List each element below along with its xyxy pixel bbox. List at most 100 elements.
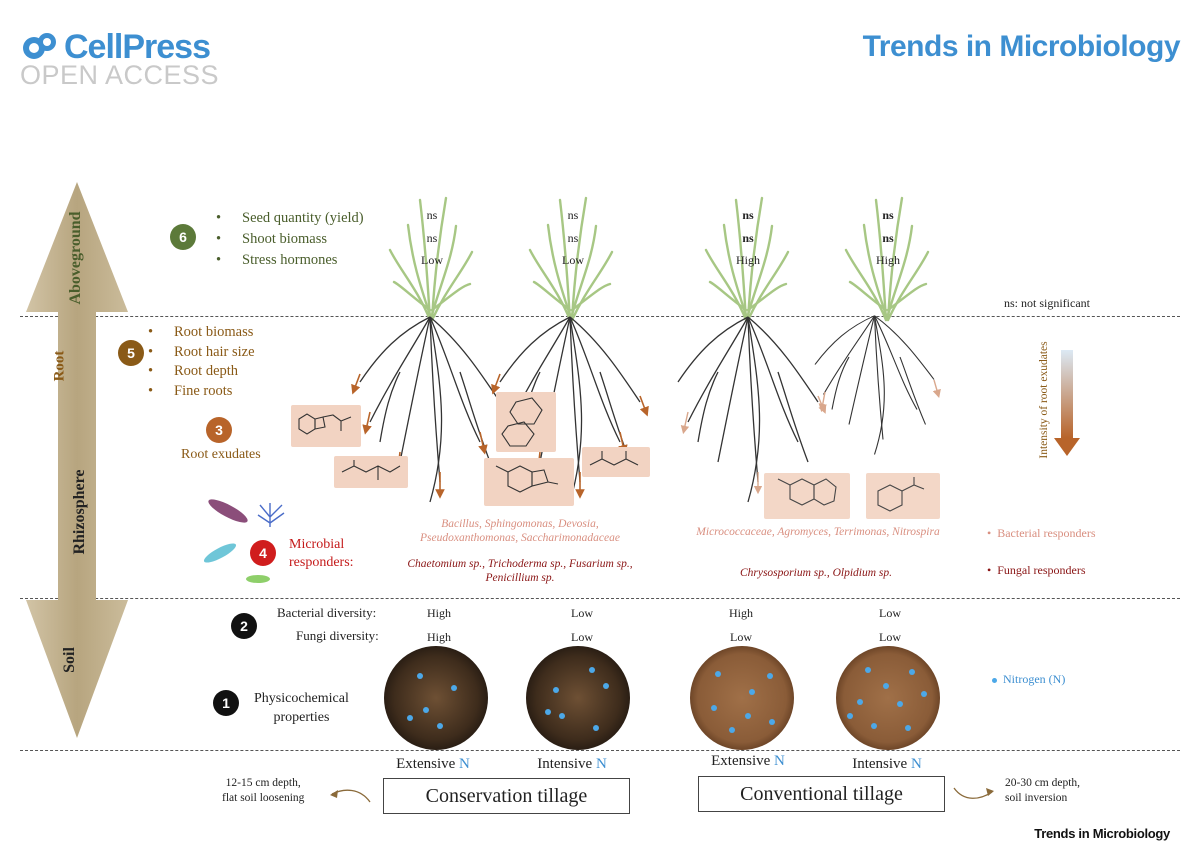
layer-arrow <box>26 182 128 738</box>
microbe-illustrations <box>203 499 285 583</box>
divider-rhizosphere-soil <box>20 598 1180 599</box>
bacterial-diversity-col4: Low <box>879 606 901 620</box>
conservation-note-line2: flat soil loosening <box>222 792 305 804</box>
conventional-curved-arrow-icon <box>953 787 994 799</box>
col2-yield: ns <box>567 208 579 222</box>
divider-soil-bottom <box>20 750 1180 751</box>
conservation-fungi-line2: Penicillium sp. <box>485 572 555 584</box>
wheat-shoots <box>388 196 930 322</box>
aboveground-item-shoot: Shoot biomass <box>216 229 364 250</box>
conservation-fungi-line1: Chaetomium sp., Trichoderma sp., Fusariu… <box>407 558 633 570</box>
bacterial-diversity-col3: High <box>729 606 753 620</box>
tillage-col4-n: N <box>910 756 922 772</box>
conventional-tillage-box: Conventional tillage <box>698 776 945 812</box>
logo-main-text: CellPress <box>64 28 211 66</box>
tillage-col4-label: Intensive <box>852 756 908 772</box>
conventional-note: 20-30 cm depth, soil inversion <box>1005 776 1080 806</box>
col3-hormones: High <box>736 253 760 267</box>
physicochemical-label: Physicochemical properties <box>254 689 349 727</box>
badge-2: 2 <box>231 613 257 639</box>
label-soil: Soil <box>61 647 78 673</box>
cellpress-logo-icon <box>23 33 56 59</box>
nitrogen-legend-dot <box>992 677 997 683</box>
root-exudates-label: Root exudates <box>181 447 261 462</box>
legend-fungal-bullet: • <box>987 563 998 577</box>
tillage-col1: Extensive N <box>396 756 470 773</box>
fungi-diversity-col4: Low <box>879 630 901 644</box>
tillage-col2: Intensive N <box>537 756 607 773</box>
soil-conservation-extensive <box>384 646 488 750</box>
footer-journal: Trends in Microbiology <box>1034 826 1170 841</box>
conventional-bacteria: Micrococcaceae, Agromyces, Terrimonas, N… <box>696 526 940 538</box>
soil-conventional-extensive <box>690 646 794 750</box>
tillage-col1-n: N <box>459 756 470 772</box>
up-arrow-shape <box>26 182 128 472</box>
nitrogen-legend-text: Nitrogen (N) <box>1003 672 1066 686</box>
col2-hormones: Low <box>562 253 584 267</box>
conservation-note-line1: 12-15 cm depth, <box>225 777 301 789</box>
tillage-col1-label: Extensive <box>396 756 456 772</box>
fungus-blue <box>257 503 285 527</box>
tillage-col3-label: Extensive <box>711 753 771 769</box>
soil-conservation-intensive <box>526 646 630 750</box>
journal-title: Trends in Microbiology <box>862 30 1181 63</box>
aboveground-item-hormones: Stress hormones <box>216 250 364 271</box>
physicochemical-line2: properties <box>273 710 330 725</box>
nitrogen-dots <box>407 667 927 733</box>
conventional-fungi: Chrysosporium sp., Olpidium sp. <box>739 567 893 579</box>
conservation-bacteria-line1: Bacillus, Sphingomonas, Devosia, <box>441 518 599 530</box>
ns-note: ns: not significant <box>1004 296 1090 310</box>
col1-hormones: Low <box>421 253 443 267</box>
badge-4: 4 <box>250 540 276 566</box>
fungi-diversity-col2: Low <box>571 630 593 644</box>
legend-bacterial-text: Bacterial responders <box>997 526 1096 540</box>
bacterium-cyan <box>203 543 237 563</box>
tillage-col3: Extensive N <box>711 753 785 770</box>
root-item-fine: Fine roots <box>148 382 255 402</box>
label-rhizosphere: Rhizosphere <box>71 469 88 555</box>
down-arrow-shape <box>26 382 128 738</box>
microbial-label-line2: responders: <box>289 555 354 570</box>
exudate-benzoxazinone-structure <box>764 473 850 519</box>
bacterium-green <box>246 575 270 583</box>
tillage-col2-label: Intensive <box>537 756 593 772</box>
nitrogen-legend: Nitrogen (N) <box>992 672 1065 687</box>
tillage-col2-n: N <box>595 756 607 772</box>
legend-bacterial: • Bacterial responders <box>987 526 1096 541</box>
bacterial-diversity-label: Bacterial diversity: <box>277 605 377 620</box>
fungi-diversity-col3: Low <box>730 630 752 644</box>
label-aboveground: Aboveground <box>67 211 84 305</box>
aboveground-item-yield: Seed quantity (yield) <box>216 208 364 229</box>
bacterial-diversity-col2: Low <box>571 606 593 620</box>
logo-open-access: OPEN ACCESS <box>20 60 220 90</box>
exudate-succinic-structure <box>582 447 650 477</box>
col1-shoot: ns <box>426 231 438 245</box>
intensity-label: Intensity of root exudates <box>1038 341 1050 459</box>
microbial-label-line1: Microbial <box>289 537 345 552</box>
physicochemical-line1: Physicochemical <box>254 691 349 706</box>
badge-6: 6 <box>170 224 196 250</box>
col1-yield: ns <box>426 208 438 222</box>
exudate-tryptophan-structure <box>291 405 361 447</box>
fungi-diversity-col1: High <box>427 630 451 644</box>
conservation-tillage-box: Conservation tillage <box>383 778 630 814</box>
conservation-curved-arrow-icon <box>330 789 371 803</box>
exudate-intensity-arrow <box>1054 350 1080 456</box>
microbial-responders-label: Microbial responders: <box>289 536 354 572</box>
fungi-diversity-label: Fungi diversity: <box>296 628 379 643</box>
col4-shoot: ns <box>882 231 894 245</box>
badge-5: 5 <box>118 340 144 366</box>
conservation-bacteria-line2: Pseudoxanthomonas, Saccharimonadaceae <box>420 532 620 544</box>
tillage-col3-n: N <box>774 753 785 769</box>
root-item-hair: Root hair size <box>148 343 255 363</box>
conventional-note-line2: soil inversion <box>1005 792 1068 804</box>
soil-samples <box>384 646 940 750</box>
root-item-depth: Root depth <box>148 362 255 382</box>
conventional-note-line1: 20-30 cm depth, <box>1005 777 1081 789</box>
col2-shoot: ns <box>567 231 579 245</box>
badge-3: 3 <box>206 417 232 443</box>
divider-aboveground-root <box>20 316 1180 317</box>
exudate-benzoxazolinone-structure <box>484 458 574 506</box>
root-item-biomass: Root biomass <box>148 323 255 343</box>
legend-bacterial-bullet: • <box>987 526 998 540</box>
